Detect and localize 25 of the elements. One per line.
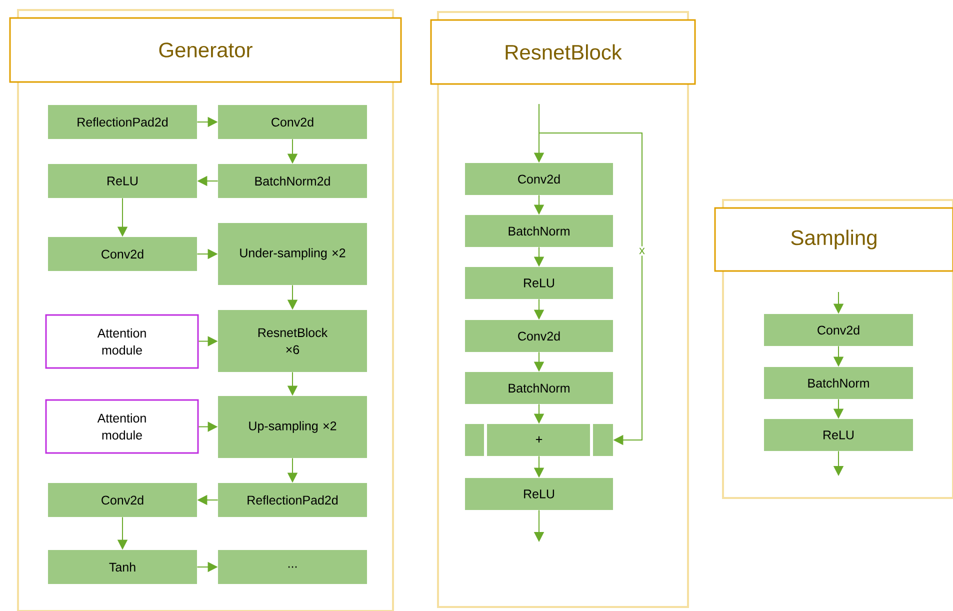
attention-box: Attention module [45, 314, 199, 369]
layer-box: BatchNorm [764, 367, 913, 399]
layer-box: Conv2d [218, 105, 367, 139]
layer-box: ReLU [465, 267, 613, 299]
layer-box: Conv2d [465, 320, 613, 352]
layer-box: BatchNorm2d [218, 164, 367, 198]
layer-box: Under-sampling ×2 [218, 223, 367, 285]
layer-box: ResnetBlock ×6 [218, 310, 367, 372]
layer-box: BatchNorm [465, 372, 613, 404]
layer-box: ... [218, 550, 367, 584]
layer-box: Conv2d [465, 163, 613, 195]
arrow [538, 132, 642, 446]
attention-box: Attention module [45, 399, 199, 454]
layer-box: Up-sampling ×2 [218, 396, 367, 458]
layer-box: ReLU [465, 478, 613, 510]
layer-box: BatchNorm [465, 215, 613, 247]
layer-box: Tanh [48, 550, 197, 584]
addition-box: + [465, 424, 613, 456]
layer-box: Conv2d [48, 483, 197, 517]
layer-box: Conv2d [764, 314, 913, 346]
layer-box: ReLU [764, 419, 913, 451]
layer-box: ReLU [48, 164, 197, 198]
layer-box: ReflectionPad2d [218, 483, 367, 517]
layer-box: ReflectionPad2d [48, 105, 197, 139]
layer-box: Conv2d [48, 237, 197, 271]
